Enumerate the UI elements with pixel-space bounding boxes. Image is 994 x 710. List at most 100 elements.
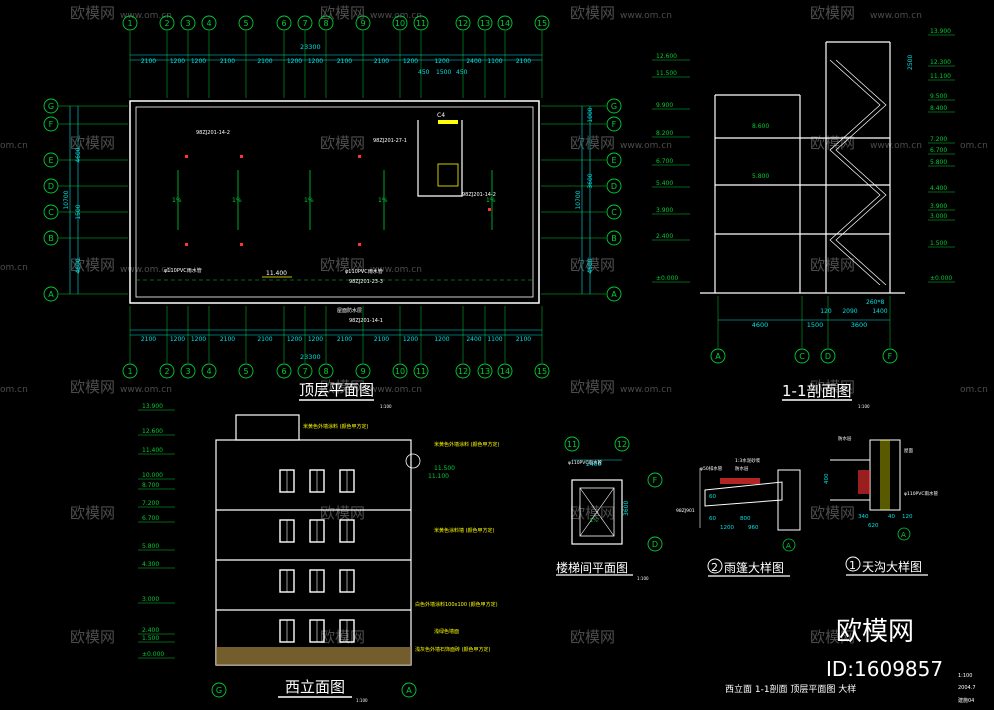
- section-elev-right: 13.900: [930, 28, 951, 35]
- slope-label: 1%: [172, 197, 182, 204]
- svg-text:C: C: [799, 352, 805, 361]
- plan-axis-bubble: 14: [497, 363, 513, 379]
- plan-dim-vertical: 4600: [587, 258, 594, 273]
- plan-axis-bubble: 2: [159, 363, 175, 379]
- west-elev-label: 12.600: [142, 428, 163, 435]
- plan-dim-bottom: 1200: [191, 336, 206, 343]
- watermark-url: om.cn: [960, 141, 988, 151]
- west-elevation: 13.90012.60011.40010.0008.7007.2006.7005…: [138, 403, 500, 703]
- west-note: 浅灰色外墙石饰面砖 (颜色甲方定): [415, 646, 491, 653]
- plan-subdim: 1500: [436, 69, 451, 76]
- section-subdim: 2090: [842, 308, 857, 315]
- svg-text:C: C: [48, 208, 54, 217]
- plan-dim-top: 1200: [287, 58, 302, 65]
- plan-axis-bubble: 6: [276, 15, 292, 31]
- slope-label: 1%: [304, 197, 314, 204]
- svg-text:12: 12: [458, 367, 468, 376]
- west-axis-bubble: A: [401, 682, 417, 698]
- plan-axis-bubble: 15: [534, 363, 550, 379]
- plan-axis-bubble: 9: [355, 363, 371, 379]
- gutter-dim: 400: [824, 473, 830, 484]
- canopy-dim: 60: [709, 516, 716, 522]
- canopy-note: φ50排水管: [700, 465, 723, 472]
- svg-text:5: 5: [243, 19, 248, 28]
- section-elev-right: 1.500: [930, 240, 947, 247]
- svg-text:C: C: [611, 208, 617, 217]
- section-elev-right: 6.700: [930, 147, 947, 154]
- section-elev-right: 9.500: [930, 93, 947, 100]
- plan-dim-bottom: 1200: [170, 336, 185, 343]
- west-elev-label: 13.900: [142, 403, 163, 410]
- canopy-dim: 1200: [720, 525, 734, 531]
- plan-axis-bubble: 1: [122, 15, 138, 31]
- west-elev: 11.500: [434, 465, 455, 472]
- plan-title: 顶层平面图: [299, 381, 374, 399]
- watermark-text: 欧模网: [810, 256, 855, 274]
- slope-label: 1%: [232, 197, 242, 204]
- section-axis-bubble: F: [882, 348, 898, 364]
- plan-dim-top: 1200: [191, 58, 206, 65]
- svg-text:9: 9: [360, 367, 365, 376]
- plan-dim-vertical: 1500: [75, 204, 82, 219]
- plan-row-axis-bubble: A: [606, 286, 622, 302]
- plan-dim-top: 2100: [516, 58, 531, 65]
- west-note: 米黄色外墙涂料 (颜色甲方定): [434, 441, 500, 448]
- svg-text:11: 11: [416, 367, 426, 376]
- section-elev-left: 3.900: [656, 207, 673, 214]
- svg-text:B: B: [48, 234, 54, 243]
- svg-text:B: B: [611, 234, 617, 243]
- svg-text:10: 10: [395, 19, 405, 28]
- plan-row-axis-bubble: D: [43, 178, 59, 194]
- svg-text:6: 6: [281, 367, 286, 376]
- watermark-url: www.om.cn: [620, 141, 672, 151]
- section-dim: 4600: [752, 321, 769, 329]
- west-window: [309, 519, 325, 543]
- svg-text:11: 11: [416, 19, 426, 28]
- sheet-scale: 1:100: [958, 673, 972, 679]
- plan-subdim: 450: [456, 69, 468, 76]
- plan-dim-top: 2100: [220, 58, 235, 65]
- section-elev-left: ±0.000: [656, 275, 678, 282]
- west-window: [339, 519, 355, 543]
- west-window: [339, 569, 355, 593]
- svg-text:D: D: [611, 182, 617, 191]
- watermark-url: www.om.cn: [120, 385, 172, 395]
- plan-note: φ110PVC雨水管: [345, 268, 383, 275]
- west-note: 白色外墙涂料100x100 (颜色甲方定): [415, 601, 498, 608]
- west-elev-label: 1.500: [142, 635, 159, 642]
- section-subdim: 120: [820, 308, 832, 315]
- svg-text:7: 7: [302, 367, 307, 376]
- watermark-text: 欧模网: [570, 504, 615, 522]
- plan-dim-bottom: 2100: [257, 336, 272, 343]
- plan-axis-bubble: 1: [122, 363, 138, 379]
- plan-beam-c4: [438, 120, 458, 124]
- canopy-axis: A: [786, 542, 791, 550]
- watermark-url: www.om.cn: [370, 11, 422, 21]
- plan-row-axis-bubble: E: [43, 152, 59, 168]
- plan-dim-bottom: 2100: [516, 336, 531, 343]
- watermark-text: 欧模网: [810, 378, 855, 396]
- west-elev-label: 10.000: [142, 472, 163, 479]
- gutter-num: 1: [849, 559, 856, 572]
- plan-dim-vertical: 4600: [75, 147, 82, 162]
- gutter-detail: 400 340 620 120 40 防水层 屋面 φ110PVC雨水管 A 1…: [824, 435, 938, 576]
- west-window: [279, 569, 295, 593]
- plan-dim-vertical: 4600: [75, 258, 82, 273]
- slope-label: 1%: [486, 197, 496, 204]
- watermark-id: ID:1609857: [826, 657, 943, 681]
- west-detail-callout: [405, 453, 421, 469]
- plan-axis-bubble: 13: [477, 15, 493, 31]
- canopy-dim: 60: [709, 494, 716, 500]
- plan-drains: [185, 155, 491, 246]
- watermark-url: www.om.cn: [870, 141, 922, 151]
- plan-axis-bubble: 9: [355, 15, 371, 31]
- plan-axis-bubble: 7: [297, 363, 313, 379]
- watermark-text: 欧模网: [320, 628, 365, 646]
- section-inner-elev: 5.800: [752, 173, 769, 180]
- svg-text:2: 2: [164, 367, 169, 376]
- west-elev-label: ±0.000: [142, 651, 164, 658]
